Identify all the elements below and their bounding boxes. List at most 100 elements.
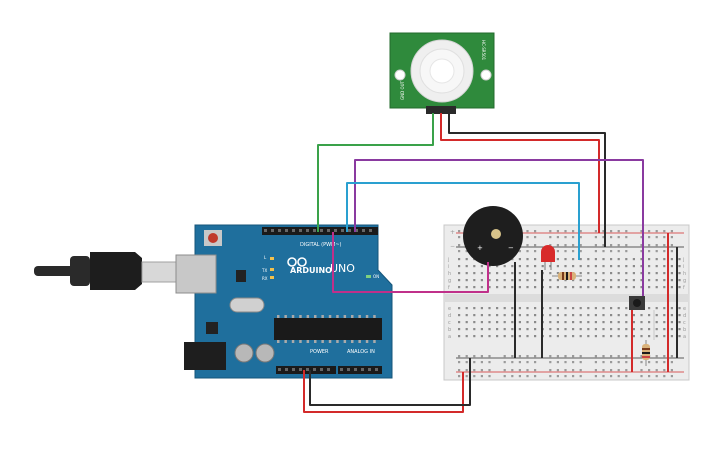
breadboard-hole (625, 321, 628, 324)
breadboard-hole (480, 328, 483, 331)
breadboard-hole (564, 265, 567, 268)
breadboard-hole (556, 272, 559, 275)
pull-down-resistor[interactable] (642, 340, 650, 366)
breadboard-hole (496, 314, 499, 317)
breadboard-hole (465, 250, 468, 253)
breadboard-hole (617, 375, 620, 378)
breadboard-hole (602, 258, 605, 261)
breadboard-hole (617, 230, 620, 233)
breadboard-hole (458, 375, 461, 378)
piezo-buzzer[interactable]: + − (463, 206, 523, 266)
breadboard-hole (640, 265, 643, 268)
breadboard-hole (663, 355, 666, 358)
chip-pin (277, 340, 280, 343)
header-pin (340, 368, 343, 371)
breadboard-hole (579, 369, 582, 372)
breadboard-hole (632, 272, 635, 275)
chip-pin (321, 340, 324, 343)
breadboard-hole (579, 250, 582, 253)
breadboard-hole (602, 244, 605, 247)
breadboard-hole (511, 307, 514, 310)
breadboard-hole (640, 244, 643, 247)
rx-led (270, 276, 274, 279)
breadboard-hole (640, 250, 643, 253)
breadboard-hole (648, 335, 651, 338)
arduino-uno-board[interactable]: DIGITAL (PWM~) ARDUINO UNO POWER ANALOG … (175, 224, 393, 379)
breadboard-hole (511, 265, 514, 268)
breadboard-hole (663, 314, 666, 317)
pir-motion-sensor[interactable]: GND OUT +5V HC-SR501 (389, 32, 495, 114)
breadboard-hole (610, 236, 613, 239)
breadboard-hole (655, 369, 658, 372)
chip-pin (365, 340, 369, 343)
breadboard-hole (602, 355, 605, 358)
breadboard-hole (526, 369, 529, 372)
breadboard-hole (655, 335, 658, 338)
breadboard-row-letter: e (448, 306, 451, 312)
breadboard-hole (549, 321, 552, 324)
chip-pin (351, 340, 354, 343)
breadboard-hole (610, 230, 613, 233)
breadboard-hole (632, 328, 635, 331)
breadboard-hole (526, 375, 529, 378)
breadboard-hole (640, 328, 643, 331)
breadboard-hole (549, 361, 552, 364)
breadboard-hole (503, 328, 506, 331)
breadboard-hole (670, 321, 673, 324)
breadboard-hole (602, 375, 605, 378)
breadboard-hole (617, 286, 620, 289)
breadboard-hole (534, 279, 537, 282)
breadboard-hole (678, 328, 681, 331)
breadboard-hole (488, 279, 491, 282)
wire-buzzer-signal (346, 182, 580, 260)
breadboard-hole (556, 369, 559, 372)
breadboard-hole (488, 335, 491, 338)
breadboard-hole (625, 279, 628, 282)
crystal (229, 297, 265, 313)
breadboard-hole (458, 286, 461, 289)
red-led[interactable] (541, 245, 555, 270)
wire-pir-vcc (440, 113, 600, 233)
breadboard-row-letter: b (448, 327, 451, 333)
breadboard-hole (602, 272, 605, 275)
breadboard-hole (640, 355, 643, 358)
breadboard-hole (564, 314, 567, 317)
breadboard-hole (579, 272, 582, 275)
breadboard-hole (670, 279, 673, 282)
breadboard-hole (632, 286, 635, 289)
breadboard-hole (534, 355, 537, 358)
breadboard-hole (579, 307, 582, 310)
breadboard-hole (617, 321, 620, 324)
breadboard-hole (663, 258, 666, 261)
breadboard-hole (648, 361, 651, 364)
breadboard-hole (655, 265, 658, 268)
header-pin (348, 229, 351, 232)
breadboard-hole (602, 265, 605, 268)
breadboard-hole (625, 244, 628, 247)
breadboard-hole (640, 369, 643, 372)
breadboard-hole (640, 286, 643, 289)
breadboard-hole (648, 314, 651, 317)
header-pin (271, 229, 274, 232)
breadboard-hole (610, 328, 613, 331)
breadboard-hole (473, 321, 476, 324)
breadboard-hole (480, 335, 483, 338)
breadboard-hole (556, 328, 559, 331)
breadboard-hole (625, 258, 628, 261)
resistor[interactable] (552, 272, 582, 280)
breadboard-hole (594, 355, 597, 358)
breadboard-hole (625, 314, 628, 317)
breadboard-hole (670, 258, 673, 261)
breadboard-hole (663, 307, 666, 310)
breadboard-hole (587, 335, 590, 338)
breadboard-row-letter: i (448, 264, 449, 270)
breadboard-hole (572, 258, 575, 261)
breadboard-hole (564, 279, 567, 282)
breadboard-hole (534, 328, 537, 331)
breadboard-hole (518, 272, 521, 275)
breadboard-hole (579, 244, 582, 247)
breadboard-hole (518, 369, 521, 372)
push-button[interactable] (629, 296, 645, 310)
breadboard-hole (534, 369, 537, 372)
wire-led-signal (332, 232, 489, 293)
